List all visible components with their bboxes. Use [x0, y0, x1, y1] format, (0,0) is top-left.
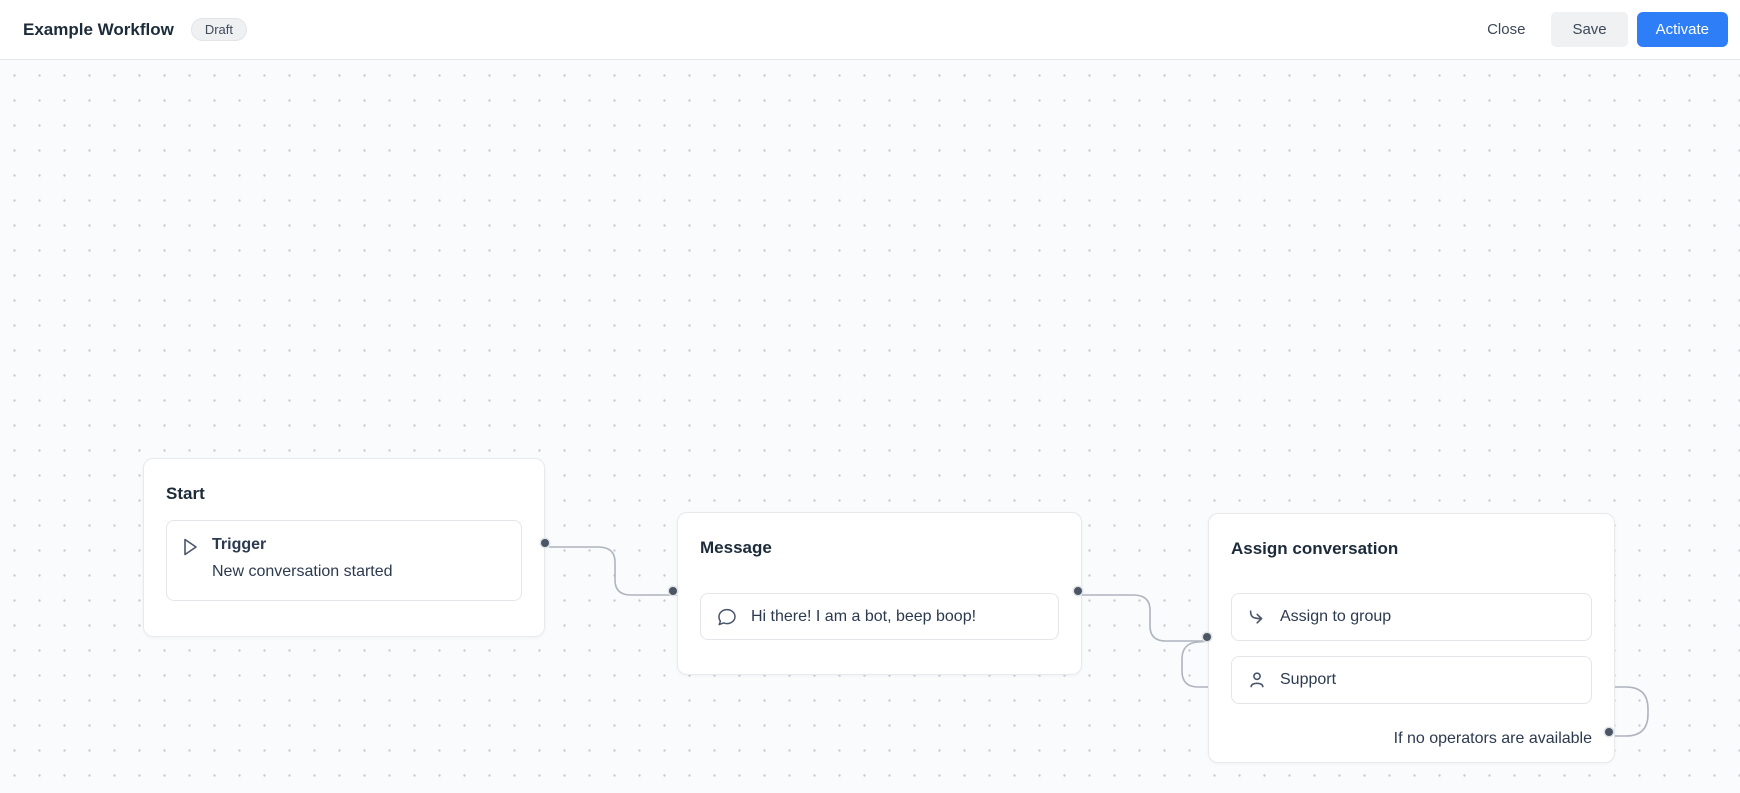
node-title: Message: [700, 538, 772, 557]
top-bar: Example Workflow Draft Close Save Activa…: [0, 0, 1740, 60]
port-message-output[interactable]: [1074, 587, 1082, 595]
node-assign-conversation[interactable]: Assign conversation Assign to group Supp…: [1208, 513, 1615, 763]
port-fallback-output[interactable]: [1605, 728, 1613, 736]
chat-bubble-icon: [717, 607, 737, 627]
port-start-output[interactable]: [541, 539, 549, 547]
status-badge: Draft: [190, 18, 248, 41]
node-message[interactable]: Message Hi there! I am a bot, beep boop!: [677, 512, 1082, 675]
assign-arrow-icon: [1248, 608, 1266, 626]
activate-button[interactable]: Activate: [1636, 12, 1728, 47]
port-message-input[interactable]: [669, 587, 677, 595]
save-button[interactable]: Save: [1551, 12, 1628, 47]
person-icon: [1248, 671, 1266, 689]
node-title: Start: [166, 484, 205, 503]
trigger-card[interactable]: Trigger New conversation started: [166, 520, 522, 601]
trigger-sublabel: New conversation started: [212, 563, 393, 580]
connector-start-to-message: [549, 546, 677, 596]
trigger-label: Trigger: [212, 536, 267, 553]
connector-message-to-assign: [1082, 594, 1211, 642]
assign-to-group-card[interactable]: Assign to group: [1231, 593, 1592, 641]
workflow-title: Example Workflow: [23, 19, 174, 39]
fallback-label: If no operators are available: [1393, 730, 1592, 747]
assign-to-group-label: Assign to group: [1280, 608, 1392, 625]
play-icon: [183, 537, 198, 557]
node-start[interactable]: Start Trigger New conversation started: [143, 458, 545, 637]
port-assign-input[interactable]: [1203, 633, 1211, 641]
support-group-label: Support: [1280, 671, 1337, 688]
message-text: Hi there! I am a bot, beep boop!: [751, 607, 977, 625]
support-group-card[interactable]: Support: [1231, 656, 1592, 704]
message-card[interactable]: Hi there! I am a bot, beep boop!: [700, 593, 1059, 640]
close-button[interactable]: Close: [1477, 13, 1535, 46]
node-title: Assign conversation: [1231, 539, 1399, 558]
